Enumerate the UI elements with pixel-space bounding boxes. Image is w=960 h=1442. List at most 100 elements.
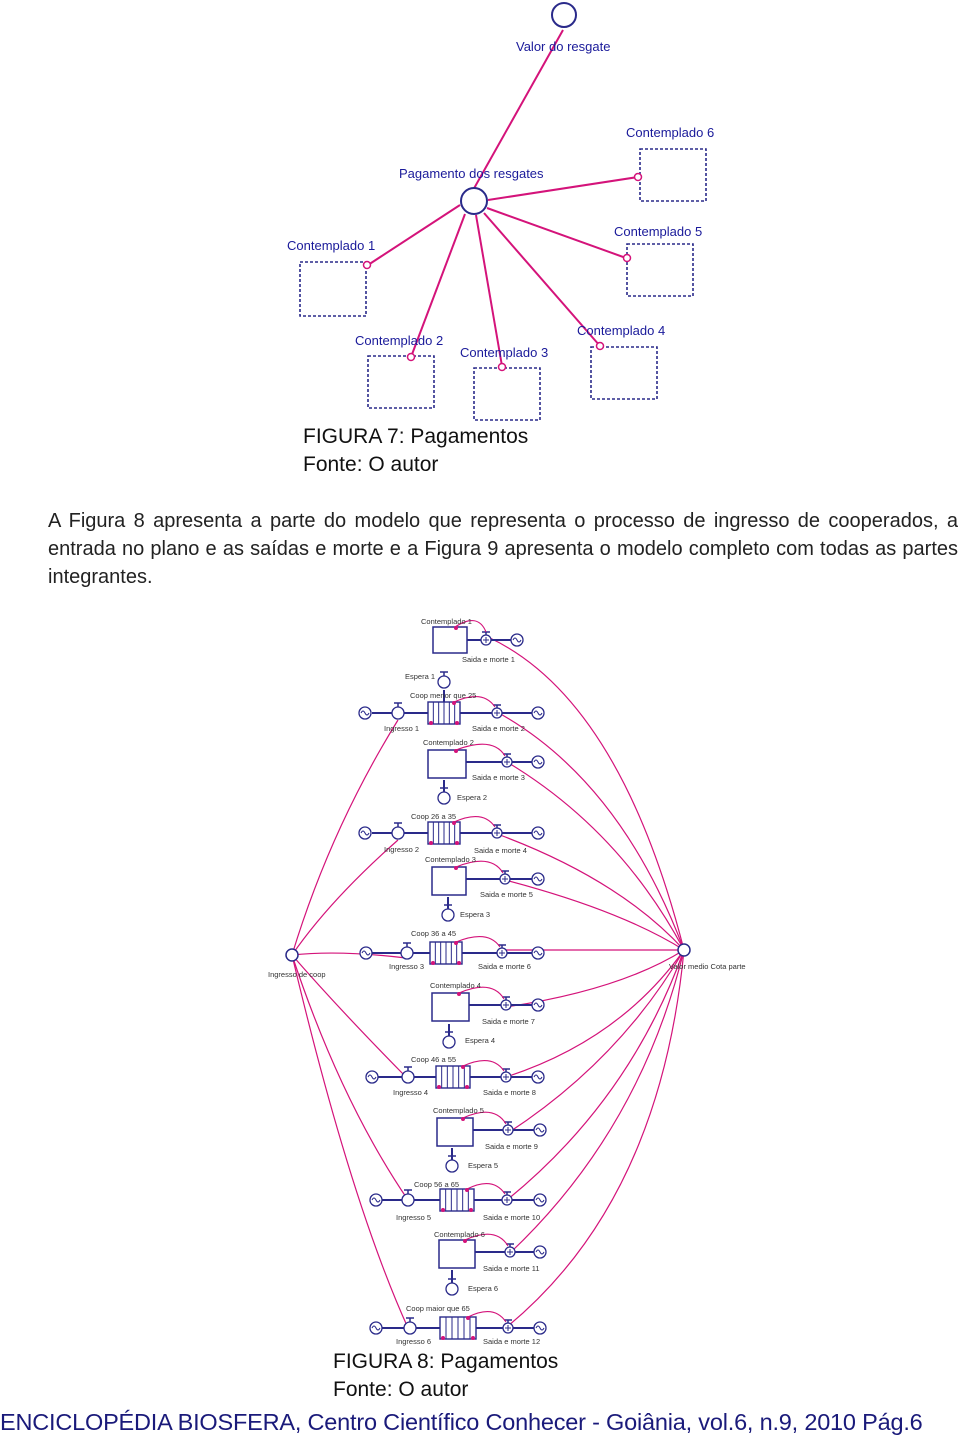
f8-conveyor-5 [439,1188,475,1212]
f8-valve-ingresso-1 [391,702,405,720]
f8-cloud-out-5 [533,1193,547,1207]
f8-valve-saida-3 [496,944,508,959]
f8-conveyors [427,701,477,1340]
figure-8-caption-source: Fonte: O autor [333,1378,469,1401]
f8-label-c4: Contemplado 4 [430,981,481,990]
f8-label-c3: Contemplado 3 [425,855,476,864]
label-contemplado-6: Contemplado 6 [626,125,714,140]
f8-valve-ingresso-5 [401,1189,415,1207]
f8-label-ing6: Ingresso 6 [396,1337,431,1346]
f8-label-coop65: Coop 56 a 65 [414,1180,459,1189]
f8-label-sm2: Saida e morte 2 [472,724,525,733]
f8-label-sm4: Saida e morte 4 [474,846,527,855]
f8-cloud-in-3 [359,946,373,960]
label-contemplado-5: Contemplado 5 [614,224,702,239]
f8-label-sm3: Saida e morte 3 [472,773,525,782]
f8-contemplado-5 [436,1117,474,1147]
f8-cloud-cont-4 [531,998,545,1012]
f8-cloud-sm1 [510,633,524,647]
f8-valve-espera-6 [445,1278,459,1296]
f8-label-esp6: Espera 6 [468,1284,498,1293]
f8-cloud-in-1 [358,706,372,720]
contemplado-4-stock [590,346,658,400]
label-contemplado-1: Contemplado 1 [287,238,375,253]
f8-cloud-in-5 [369,1193,383,1207]
f8-cloud-in-6 [369,1321,383,1335]
f8-cloud-out-3 [531,946,545,960]
f8-valve-saida-4 [500,1068,512,1083]
f8-valve-ingresso-6 [403,1317,417,1335]
f8-label-sm7: Saida e morte 7 [482,1017,535,1026]
f8-valve-saida-2 [491,824,503,839]
f8-label-ing5: Ingresso 5 [396,1213,431,1222]
contemplado-1-stock [299,261,367,317]
f8-valve-ingresso-3 [400,942,414,960]
link-c5-pagamento [486,207,627,259]
f8-label-sm9: Saida e morte 9 [485,1142,538,1151]
f8-label-coop55: Coop 46 a 55 [411,1055,456,1064]
f8-label-esp1: Espera 1 [405,672,435,681]
f8-cloud-out-4 [531,1070,545,1084]
label-pagamento: Pagamento dos resgates [399,166,544,181]
f8-label-ingcoop: Ingresso de coop [268,970,326,979]
f8-label-esp4: Espera 4 [465,1036,495,1045]
f8-valve-saida-1 [491,704,503,719]
f8-label-ing2: Ingresso 2 [384,845,419,854]
f8-cloud-cont-5 [533,1123,547,1137]
figure-8: Contemplado 1 Saida e morte 1 Espera 1 C… [268,617,746,1346]
link-c3-pagamento [475,214,503,367]
figure-8-caption-title: FIGURA 8: Pagamentos [333,1350,559,1373]
f8-label-sm11: Saida e morte 11 [483,1264,540,1273]
f8-label-c5: Contemplado 5 [433,1106,484,1115]
label-valor-do-resgate: Valor do resgate [516,39,610,54]
f8-valve-espera-5 [445,1155,459,1173]
f8-cloud-in-2 [358,826,372,840]
f8-label-c1: Contemplado 1 [421,617,472,626]
f8-cloud-cont-6 [533,1245,547,1259]
f8-label-sm1: Saida e morte 1 [462,655,515,664]
f8-valve-ingresso-2 [391,822,405,840]
f8-valve-cont-out-4 [500,996,512,1011]
f8-label-valmedio: Valor medio Cota parte [669,962,746,971]
f8-conveyor-3 [429,941,463,965]
f8-valve-saida-5 [501,1191,513,1206]
contemplado-2-stock [367,355,435,409]
f8-label-coop35: Coop 26 a 35 [411,812,456,821]
f8-label-sm6: Saida e morte 6 [478,962,531,971]
f8-valve-espera-3 [441,904,455,922]
f8-label-coop45: Coop 36 a 45 [411,929,456,938]
link-c1-pagamento [367,204,461,266]
pagamento-node [460,187,488,215]
f8-valve-cont-out-5 [502,1121,514,1136]
ingresso-de-coop-node [285,948,299,962]
label-contemplado-2: Contemplado 2 [355,333,443,348]
figure-7-caption-source: Fonte: O autor [303,453,439,476]
f8-valve-espera-2 [437,787,451,805]
figure-7-caption-title: FIGURA 7: Pagamentos [303,425,529,448]
f8-label-ing3: Ingresso 3 [389,962,424,971]
label-contemplado-3: Contemplado 3 [460,345,548,360]
f8-cloud-out-2 [531,826,545,840]
f8-valve-cont-out-2 [501,753,513,768]
f8-label-esp3: Espera 3 [460,910,490,919]
f8-valve-ingresso-4 [401,1066,415,1084]
link-pagamento-valor [471,29,564,193]
f8-cloud-in-4 [365,1070,379,1084]
f8-contemplado-2 [427,749,467,779]
link-c2-pagamento [410,213,466,358]
valor-medio-node [677,943,691,957]
f8-label-ing1: Ingresso 1 [384,724,419,733]
valor-do-resgate-node [551,2,577,28]
label-contemplado-4: Contemplado 4 [577,323,665,338]
f8-label-sm8: Saida e morte 8 [483,1088,536,1097]
f8-valve-cont-out-3 [499,870,511,885]
f8-cloud-out-1 [531,706,545,720]
f8-label-coop25: Coop menor que 25 [410,691,476,700]
body-paragraph: A Figura 8 apresenta a parte do modelo q… [48,510,958,588]
contemplado-6-stock [639,148,707,202]
f8-label-esp5: Espera 5 [468,1161,498,1170]
f8-valve-cont-out-6 [504,1243,516,1258]
contemplado-3-stock [473,367,541,421]
figure-7: Valor do resgate Pagamento dos resgates … [287,2,714,421]
f8-cloud-out-6 [533,1321,547,1335]
